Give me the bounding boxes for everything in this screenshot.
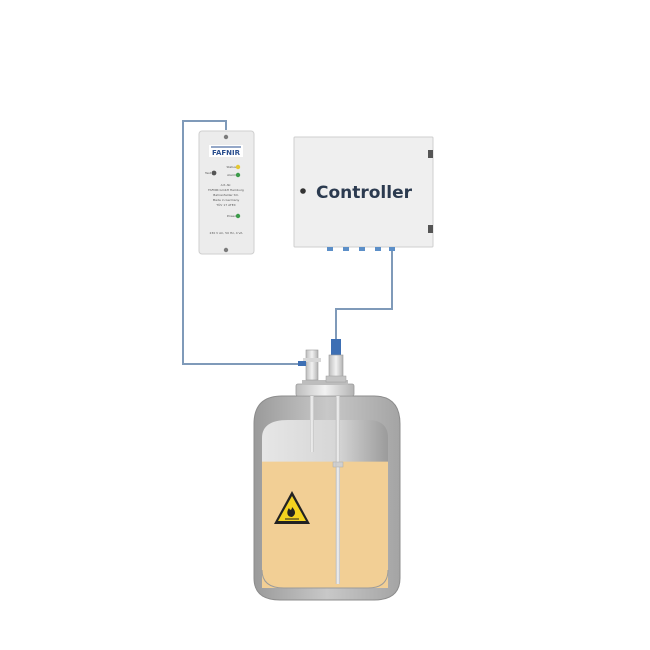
alarm-label: Alarm — [227, 173, 236, 177]
info-block: Art.-Nr. FAFNIR GmbH Hamburg Bahrenfelde… — [208, 183, 244, 207]
mount-screw-icon — [223, 247, 229, 253]
info-line: Art.-Nr. — [221, 183, 232, 187]
hinge-icon — [428, 225, 433, 233]
probe-head — [325, 339, 347, 383]
probe-float — [332, 461, 344, 468]
fill-pipe — [310, 396, 314, 452]
sensor-cable — [182, 120, 300, 365]
connector-icon — [331, 339, 341, 355]
sensor-unit: FAFNIR Status Test Alarm Art.-Nr. FAFNIR… — [198, 130, 255, 255]
mount-screw-icon — [223, 134, 229, 140]
test-label: Test — [204, 171, 212, 175]
info-line: TÜV 17 ATEX — [215, 202, 235, 207]
info-line: FAFNIR GmbH Hamburg — [208, 188, 244, 192]
test-button-icon[interactable] — [211, 170, 217, 176]
tank — [253, 339, 401, 601]
status-label: Status — [226, 165, 236, 169]
liquid-fill — [262, 461, 388, 588]
flammable-warning-icon — [274, 491, 310, 524]
connector-icon — [298, 361, 306, 366]
brand-plate — [209, 145, 243, 157]
tank-flange — [295, 383, 355, 397]
power-label: Power — [227, 214, 237, 218]
info-line: Bahrenfelder Str. — [213, 193, 238, 197]
alarm-led-icon — [235, 172, 241, 178]
status-led-icon — [235, 164, 241, 170]
controller-box: Controller — [293, 136, 434, 251]
rating-line: 230 V AC, 50 Hz, 4 VA — [210, 231, 244, 235]
controller-cable — [335, 249, 393, 340]
brand-logo: FAFNIR — [212, 149, 241, 157]
lock-icon — [300, 188, 306, 194]
cable-glands — [327, 247, 395, 251]
hinge-icon — [428, 150, 433, 158]
sensor-head — [298, 349, 321, 381]
info-line: Made in Germany — [213, 198, 240, 202]
power-led-icon — [235, 213, 241, 219]
level-probe — [336, 396, 340, 584]
controller-label: Controller — [316, 183, 413, 203]
